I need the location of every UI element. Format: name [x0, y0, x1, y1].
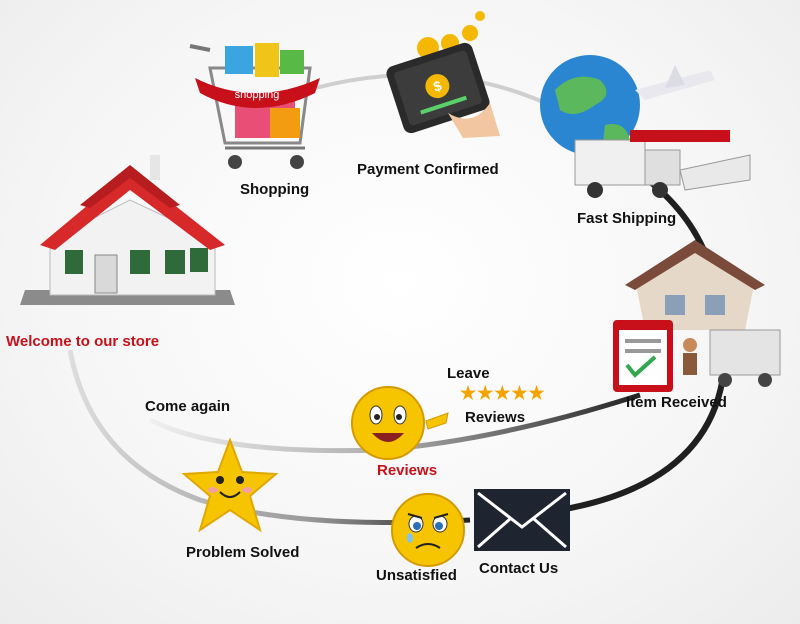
shopping-label: Shopping: [240, 181, 310, 198]
review-stars: ★★★★★: [460, 383, 546, 403]
happy-smiley-icon: [351, 386, 449, 460]
smiling-star-icon: [181, 438, 279, 533]
house-icon: [20, 155, 235, 305]
contact-us-label: Contact Us: [479, 560, 559, 577]
envelope-icon: [474, 489, 570, 551]
shipping-label: Fast Shipping: [577, 210, 677, 227]
sad-smiley-icon: [391, 493, 465, 567]
shipping-globe-icon: [540, 55, 751, 198]
problem-solved-label: Problem Solved: [186, 544, 300, 561]
reviews-small-label: Reviews: [465, 409, 526, 426]
item-received-icon: [613, 240, 781, 392]
leave-label: Leave: [447, 365, 490, 382]
come-again-label: Come again: [145, 398, 231, 415]
item-received-label: Item Received: [626, 394, 727, 411]
payment-label: Payment Confirmed: [357, 161, 499, 178]
shopping-cart-icon: shopping: [189, 43, 320, 169]
cart-banner-text: shopping: [235, 89, 280, 101]
reviews-red-label: Reviews: [377, 462, 438, 479]
arc-bottom-outer: [67, 349, 471, 525]
welcome-label: Welcome to our store: [6, 333, 160, 350]
unsatisfied-label: Unsatisfied: [376, 567, 457, 584]
phone-payment-icon: $: [386, 11, 500, 138]
